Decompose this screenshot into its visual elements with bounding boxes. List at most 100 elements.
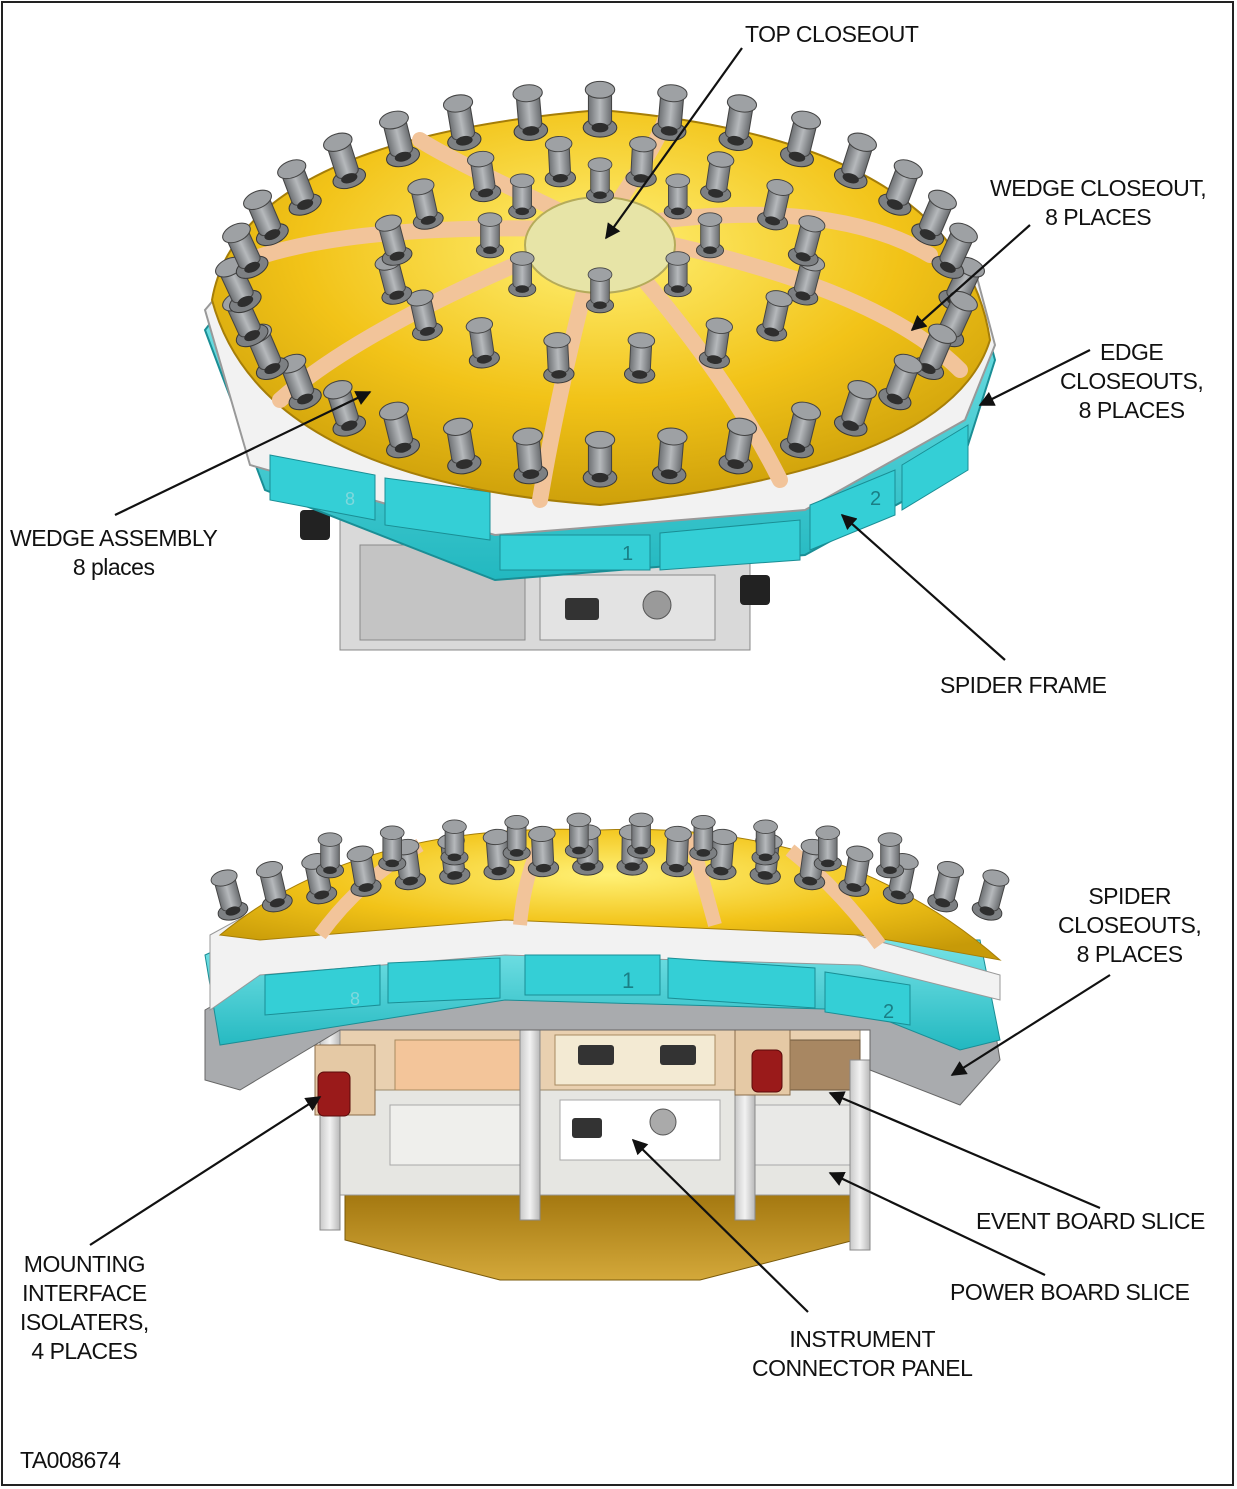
bottom-detectors [210, 812, 1010, 921]
detector-tube [833, 132, 877, 190]
figure-id: TA008674 [20, 1447, 121, 1473]
label-wedge-closeout: WEDGE CLOSEOUT, 8 PLACES [990, 175, 1207, 230]
detector-tube [582, 430, 618, 488]
detector-tube [787, 215, 826, 267]
detector-tube [627, 812, 656, 859]
bottom-panel-right [824, 971, 911, 1026]
bottom-panel-front [524, 954, 661, 996]
detector-tube [482, 828, 515, 881]
detector-tube [467, 150, 502, 203]
detector-tube [927, 861, 965, 913]
detector-tube [751, 819, 780, 866]
detector-tube [625, 136, 657, 188]
detector-tube [623, 332, 656, 384]
connector-round [642, 590, 672, 620]
label-event-board-slice: EVENT BOARD SLICE [976, 1208, 1205, 1234]
bottom-panel-number-right: 2 [883, 1001, 894, 1023]
detector-tube [502, 815, 531, 861]
detector-tube [378, 825, 407, 872]
bottom-panel-left [264, 964, 381, 1016]
detector-tube [875, 832, 905, 879]
label-mounting-interface-isolaters: MOUNTING INTERFACE ISOLATERS, 4 PLACES [20, 1251, 149, 1364]
detector-tube [971, 869, 1010, 921]
detector-tube [931, 222, 978, 279]
detector-tube [663, 173, 692, 220]
detector-tube [379, 401, 421, 459]
detector-tube [465, 317, 500, 369]
detector-tube [508, 173, 537, 220]
label-power-board-slice: POWER BOARD SLICE [950, 1279, 1190, 1305]
detector-tube [651, 427, 688, 485]
detector-tube [878, 159, 923, 216]
detector-tube [911, 323, 957, 380]
detector-tube [255, 861, 293, 913]
detector-tube [779, 110, 821, 168]
detector-tube [813, 825, 842, 872]
detector-tube [508, 251, 537, 298]
top-panel-number-right: 2 [870, 488, 881, 510]
top-panel-number-front: 1 [622, 543, 633, 565]
detector-tube [779, 401, 821, 459]
isolater-right [740, 575, 770, 605]
bottom-view-assembly [204, 812, 1010, 1281]
top-view-assembly [203, 80, 997, 651]
detector-tube [838, 845, 874, 897]
detector-tube [585, 267, 615, 314]
detector-tube [277, 159, 322, 216]
label-instrument-connector-panel: INSTRUMENT CONNECTOR PANEL [752, 1326, 973, 1381]
detector-tube [718, 417, 758, 475]
isolater-left [300, 510, 330, 540]
top-panel-left [269, 454, 376, 521]
detector-tube [277, 353, 322, 411]
detector-tube [911, 189, 957, 247]
detector-tube [544, 135, 577, 188]
detector-tube [391, 838, 426, 891]
detector-tube [698, 317, 733, 369]
detector-tube [512, 84, 549, 141]
label-spider-frame: SPIDER FRAME [940, 672, 1107, 698]
detector-tube [527, 825, 560, 878]
connector-d-sub [565, 598, 599, 620]
detector-tube [582, 80, 618, 138]
detector-tube [442, 417, 482, 475]
detector-tube [833, 380, 877, 437]
detector-tube [878, 353, 923, 411]
leader-lines [89, 47, 1111, 1313]
detector-tube [585, 157, 615, 204]
top-panel-number-left: 8 [345, 489, 355, 509]
detector-tube [543, 332, 575, 384]
detector-tube [323, 132, 367, 190]
isolaters [314, 1029, 791, 1117]
detector-tube [651, 84, 688, 141]
label-spider-closeouts: SPIDER CLOSEOUTS, 8 PLACES [1058, 883, 1202, 967]
top-panel-front [499, 534, 651, 571]
detector-tube [374, 214, 413, 266]
detector-tube [663, 251, 692, 298]
detector-tube [718, 94, 758, 151]
top-detectors [215, 80, 985, 488]
detector-tube [315, 832, 345, 879]
detector-tube [660, 825, 693, 878]
label-edge-closeouts: EDGE CLOSEOUTS, 8 PLACES [1060, 339, 1204, 423]
detector-tube [442, 94, 482, 151]
detector-tube [512, 427, 549, 485]
top-panel-right [809, 469, 896, 551]
detector-tube [564, 812, 593, 859]
detector-tube [406, 289, 443, 341]
detector-tube [346, 845, 382, 897]
detector-tube [222, 222, 269, 279]
label-top-closeout: TOP CLOSEOUT [745, 21, 919, 47]
detector-tube [379, 110, 421, 168]
label-wedge-assembly: WEDGE ASSEMBLY 8 places [10, 525, 218, 580]
detector-tube [440, 819, 469, 866]
detector-tube [695, 212, 725, 259]
detector-tube [243, 323, 289, 380]
detector-tube [243, 189, 289, 247]
detector-tube [689, 815, 718, 861]
detector-tube [407, 178, 444, 230]
detector-tube [210, 869, 249, 921]
bottom-panel-number-front: 1 [622, 968, 634, 993]
